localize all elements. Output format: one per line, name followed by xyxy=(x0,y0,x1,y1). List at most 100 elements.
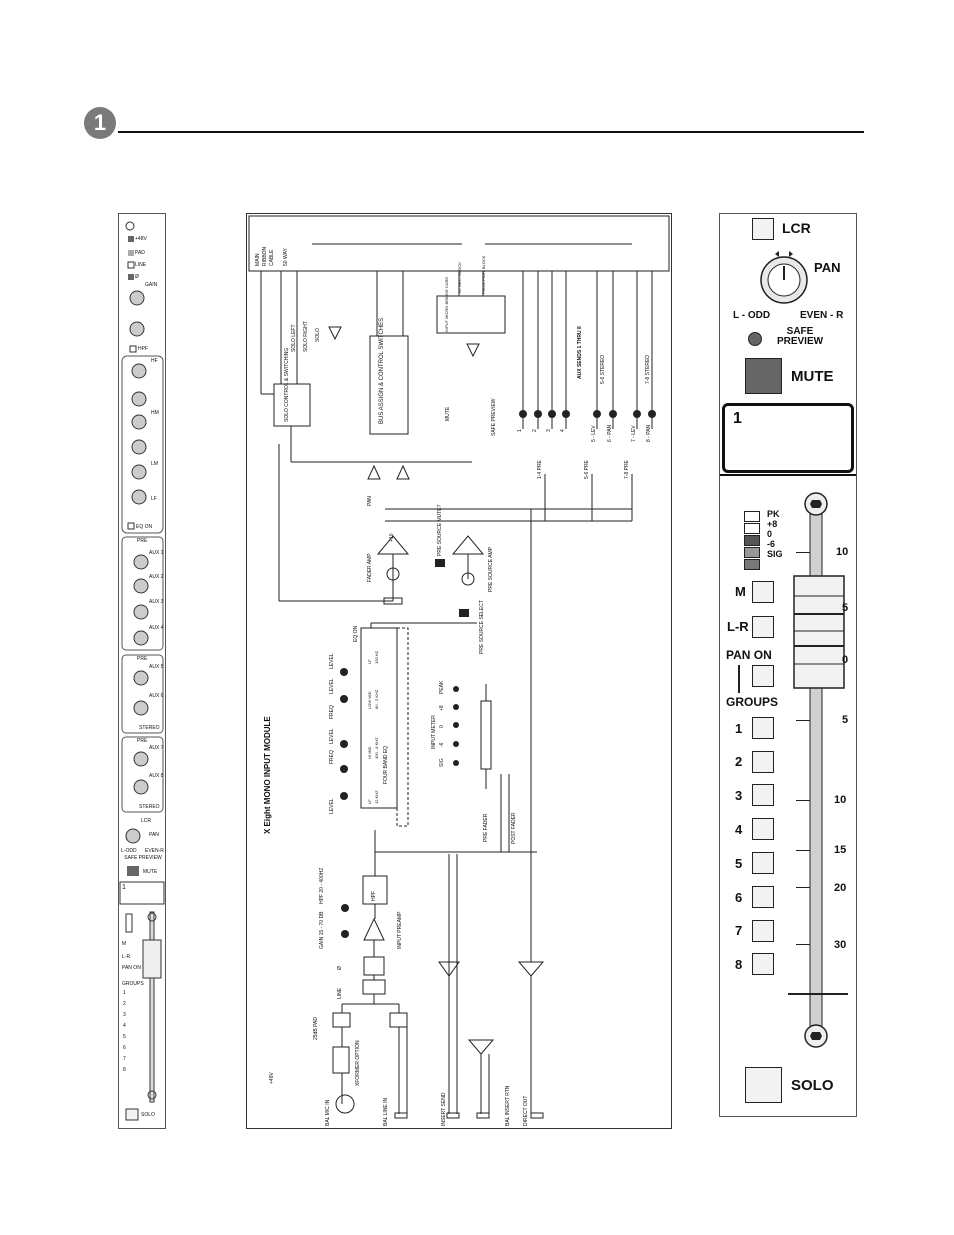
strip-aux-box xyxy=(121,536,164,651)
solo-label: SOLO xyxy=(791,1077,834,1094)
strip-aux-knob xyxy=(133,630,149,646)
line-label: LINE xyxy=(337,987,343,999)
strip-pre-label: PRE xyxy=(137,538,148,544)
eq-band-range: 12 KHZ xyxy=(374,790,379,804)
solo-label: SOLO xyxy=(315,328,321,342)
group-5-button[interactable] xyxy=(752,852,774,874)
group-4-button[interactable] xyxy=(752,818,774,840)
strip-fader-knob xyxy=(142,939,162,979)
block-diagram-drawing xyxy=(248,215,670,1119)
eq-control-label: FREQ xyxy=(329,705,335,719)
section-number-badge: 1 xyxy=(84,107,116,139)
groups-label: GROUPS xyxy=(726,695,779,709)
micro-bridge-label: INPUT MICRO BRIDGE CARD xyxy=(444,276,449,332)
plus10-label: +10 xyxy=(389,533,395,542)
hpf-label: HPF xyxy=(371,891,377,901)
aux-pot-label: 5 - LEV xyxy=(591,425,597,442)
insert-send-label: INSERT SEND xyxy=(441,1092,447,1126)
fader-assembly[interactable] xyxy=(780,486,860,1066)
group-8-button[interactable] xyxy=(752,953,774,975)
strip-stereo-label: STEREO xyxy=(139,804,160,810)
aux-group-label: 7-8 PRE xyxy=(624,460,630,479)
direct-out-triangle xyxy=(517,961,545,977)
aux-pot xyxy=(548,410,556,418)
input-meter xyxy=(744,511,760,570)
group-3-button[interactable] xyxy=(752,784,774,806)
solo-button[interactable] xyxy=(745,1067,782,1103)
lcr-button[interactable] xyxy=(752,218,774,240)
strip-pre-label: PRE xyxy=(137,738,148,744)
eq-pot xyxy=(340,765,348,773)
fader-vca xyxy=(386,567,400,581)
strip-aux-knob xyxy=(133,670,149,686)
xformer-box xyxy=(332,1046,350,1074)
aux-pot xyxy=(562,410,570,418)
strip-group-4: 4 xyxy=(123,1023,126,1029)
eq-band-range: 80 - 2 KHZ xyxy=(374,689,379,709)
phase-label: Ø xyxy=(337,966,343,970)
solo-left-label: SOLO LEFT xyxy=(291,324,297,352)
group-7-button[interactable] xyxy=(752,920,774,942)
meter-pk-label: PK xyxy=(767,509,780,519)
aux-pot-label: 2 xyxy=(532,429,538,432)
strip-fader-slot xyxy=(149,911,155,1103)
strip-pre-label: PRE xyxy=(137,656,148,662)
fader-scale-label: 0 xyxy=(842,654,849,666)
strip-hpf-button xyxy=(129,345,137,353)
aux-pot-label: 8 - PAN xyxy=(646,424,652,442)
group-6-button[interactable] xyxy=(752,886,774,908)
strip-lodd-label: L-ODD xyxy=(121,848,137,854)
direct-out-jack xyxy=(530,1112,544,1119)
strip-safe-preview-label: SAFE PREVIEW xyxy=(124,855,162,861)
strip-aux5-label: AUX 5 xyxy=(149,664,164,670)
block-diagram-panel: MAIN RIBBON CABLE 50 WAY X Eight MONO IN… xyxy=(246,213,672,1129)
group-1-button[interactable] xyxy=(752,717,774,739)
strip-gain-knob xyxy=(129,290,145,306)
direct-out-label: DIRECT OUT xyxy=(523,1095,529,1126)
header-rule xyxy=(118,131,864,133)
strip-aux6-label: AUX 6 xyxy=(149,693,164,699)
m-button[interactable] xyxy=(752,581,774,603)
eq-control-label: FREQ xyxy=(329,750,335,764)
eq-band-label: LF xyxy=(367,799,372,804)
fader-tick xyxy=(796,850,810,851)
pan-knob[interactable] xyxy=(756,250,826,320)
channel-strip-drawing xyxy=(119,221,165,1121)
meter-sig-label: SIG xyxy=(767,549,783,559)
strip-48v-label: +48V xyxy=(135,236,147,242)
pre-source-select-label: PRE SOURCE SELECT xyxy=(479,600,485,654)
safe-preview-button[interactable] xyxy=(748,332,762,346)
strip-48v-button xyxy=(128,236,134,242)
strip-group-7: 7 xyxy=(123,1056,126,1062)
pan-on-button[interactable] xyxy=(752,665,774,687)
aux-pot xyxy=(593,410,601,418)
scribble-strip: 1 xyxy=(722,403,854,473)
fader-tick xyxy=(796,887,810,888)
solo-right-label: SOLO RIGHT xyxy=(303,321,309,352)
pre-source-amp-triangle xyxy=(451,535,485,555)
strip-aux8-label: AUX 8 xyxy=(149,773,164,779)
eq-control-label: LEVEL xyxy=(329,728,335,744)
strip-line-button xyxy=(127,261,135,269)
strip-eq-knob xyxy=(131,439,147,455)
eq-pot xyxy=(340,695,348,703)
insert-return-jack xyxy=(476,1112,490,1119)
phase-box xyxy=(363,956,385,976)
strip-evenr-label: EVEN-R xyxy=(145,848,164,854)
strip-fader-screw xyxy=(147,1090,157,1100)
bal-line-in-label: BAL LINE IN xyxy=(383,1097,389,1126)
fader-scale-label: 5 xyxy=(842,602,849,614)
aux-sends-label: AUX SENDS 1 THRU 8 xyxy=(577,326,583,379)
pan-on-bracket xyxy=(738,665,740,693)
group-5-label: 5 xyxy=(735,856,743,871)
meter-box xyxy=(480,700,492,770)
fader-tick xyxy=(796,720,810,721)
solo-control-box xyxy=(273,383,311,427)
fader-scale-label: 10 xyxy=(834,794,847,806)
mute-button[interactable] xyxy=(745,358,782,394)
preamp-triangle xyxy=(363,917,385,941)
group-2-button[interactable] xyxy=(752,751,774,773)
insert-amp-triangle xyxy=(467,1039,495,1055)
strip-aux-knob xyxy=(133,751,149,767)
lr-button[interactable] xyxy=(752,616,774,638)
